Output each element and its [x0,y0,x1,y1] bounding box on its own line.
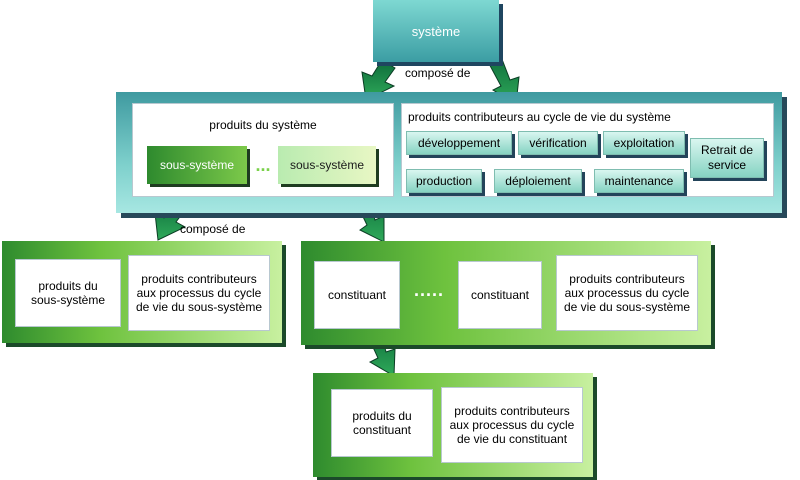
activity-developpement: développement [406,131,512,155]
activity-maintenance: maintenance [594,169,684,193]
subsystem-left-label: sous-système [159,158,235,172]
activity-exploitation: exploitation [603,131,685,155]
subsystem-box-left: sous-système [147,146,247,184]
activity-deploiement: déploiement [494,169,582,193]
compose-de-middle: composé de [180,222,246,236]
system-box: système [373,0,499,62]
constituant-box-right: constituant [458,261,542,329]
constituant-box-left: constituant [314,261,400,329]
activity-production: production [406,169,482,193]
subsystem-right-label: sous-système [289,158,365,172]
system-label: système [411,23,461,39]
activity-retrait-de-service: Retrait de service [690,138,764,178]
subsystem-products-box: produits du sous-système [15,259,121,327]
system-contributors-title: produits contributeurs au cycle de vie d… [408,110,671,124]
compose-de-top: composé de [405,66,471,80]
arrow-system-to-contributors [486,53,520,105]
system-products-title: produits du système [209,118,317,132]
constituants-contributors-box: produits contributeurs aux processus du … [556,255,698,331]
constituant-contributors-box: produits contributeurs aux processus du … [441,387,583,463]
constituant-products-box: produits du constituant [331,389,433,457]
constituant-dots: ..... [413,280,444,300]
subsystem-contributors-box: produits contributeurs aux processus du … [128,255,270,331]
subsystem-box-right: sous-système [278,146,376,184]
activity-verification: vérification [518,131,598,155]
subsystem-ellipsis: ... [255,155,271,175]
